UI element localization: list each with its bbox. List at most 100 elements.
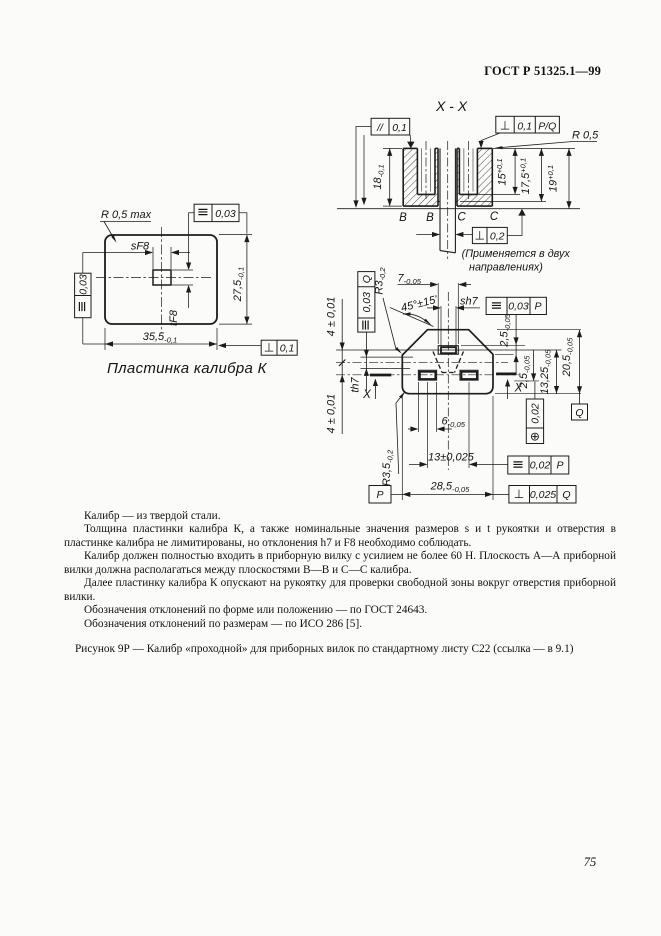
plate-perp-frame bbox=[220, 339, 298, 356]
plate-outline bbox=[104, 234, 218, 325]
position-icon: ⊕ bbox=[530, 429, 540, 443]
symmetry-icon: ≡ bbox=[358, 319, 374, 331]
plate-t-dim bbox=[172, 212, 195, 308]
face-sym-p2-value: 0,02 bbox=[530, 460, 551, 472]
plate-caption: Пластинка калибра К bbox=[107, 360, 268, 377]
face-1325-label: 13,25-0,05 bbox=[539, 349, 553, 395]
face-pos-value: 0,02 bbox=[529, 403, 541, 424]
face-r3-leader bbox=[382, 297, 401, 353]
plate-view: sF8 tF8 ≡ 0,03 bbox=[74, 203, 298, 377]
perpendicularity-icon: ⊥ bbox=[264, 341, 274, 355]
perpendicularity-icon: ⊥ bbox=[474, 229, 484, 243]
face-offset-top-label: 4 ± 0,01 bbox=[326, 297, 338, 337]
section-slot-inner-lines bbox=[421, 148, 474, 192]
paragraph-1: Калибр — из твердой стали. bbox=[84, 510, 221, 522]
plate-height-dim bbox=[219, 234, 252, 325]
face-datum-q-box bbox=[571, 403, 588, 421]
plane-label-c1: C bbox=[457, 212, 466, 224]
face-perp-frame-q bbox=[508, 485, 577, 504]
plate-s-label: sF8 bbox=[131, 241, 150, 253]
face-r3-label: R3-0,2 bbox=[373, 267, 387, 295]
face-datum-p-box bbox=[368, 485, 392, 504]
plane-label-b1: B bbox=[399, 212, 407, 224]
face-205-label: 20,5-0,05 bbox=[561, 337, 575, 378]
plane-label-c2: C bbox=[490, 211, 499, 223]
face-x-label-right: X bbox=[514, 383, 524, 395]
face-t-ext bbox=[360, 356, 413, 369]
face-left-slot bbox=[417, 369, 438, 381]
face-285-label: 28,5-0,05 bbox=[430, 481, 471, 495]
face-25a-label: 2,5-0,05 bbox=[499, 313, 513, 347]
symmetry-icon: ≡ bbox=[512, 457, 524, 473]
face-s-label: sh7 bbox=[460, 296, 479, 308]
face-sym-p-datum: P bbox=[534, 301, 541, 313]
face-pos-frame bbox=[525, 381, 545, 444]
section-perp-top-datum: P/Q bbox=[538, 121, 556, 133]
section-15-label: 15+0,1 bbox=[495, 158, 508, 185]
section-perp-top-value: 0,1 bbox=[517, 121, 532, 133]
section-note-line1: (Применяется в двух bbox=[462, 248, 571, 260]
section-19-label: 19+0,1 bbox=[546, 165, 559, 192]
figure-drawing: sF8 tF8 ≡ 0,03 bbox=[74, 98, 599, 504]
section-centerlines bbox=[425, 141, 469, 259]
section-radius-leader bbox=[496, 141, 597, 149]
parallelism-icon: // bbox=[376, 122, 384, 134]
symmetry-icon: ≡ bbox=[197, 205, 209, 221]
section-par-value: 0,1 bbox=[392, 122, 407, 134]
plane-label-b2: B bbox=[426, 212, 434, 224]
face-t-label: th7 bbox=[350, 376, 362, 392]
face-right-slot bbox=[459, 369, 479, 381]
face-view: Q 0,03 ≡ th7 4 ± 0,01 4 ± 0,01 X bbox=[326, 267, 588, 504]
plate-t-label: tF8 bbox=[168, 309, 180, 326]
face-angle-refline bbox=[389, 307, 434, 327]
symmetry-icon: ≡ bbox=[74, 300, 90, 312]
paragraph-2: Толщина пластинки калибра К, а также ном… bbox=[64, 523, 616, 549]
section-view: X - X bbox=[337, 98, 599, 274]
paragraph-5: Обозначения отклонений по форме или поло… bbox=[84, 604, 428, 617]
plate-sym-left-value: 0,03 bbox=[77, 274, 89, 295]
face-x-label-left: X bbox=[362, 389, 372, 401]
plate-sym-frame-top bbox=[193, 203, 248, 234]
face-25a-ext bbox=[461, 345, 525, 355]
section-radius-label: R 0,5 bbox=[572, 130, 599, 142]
standard-code: ГОСТ Р 51325.1—99 bbox=[484, 64, 601, 78]
face-perp-q-datum: Q bbox=[562, 489, 570, 501]
plate-perp-value: 0,1 bbox=[280, 342, 295, 354]
plate-sym-frame-left bbox=[74, 252, 92, 344]
symmetry-icon: ≡ bbox=[490, 298, 502, 314]
face-section-marks bbox=[370, 372, 517, 377]
face-datum-q-label: Q bbox=[575, 407, 583, 419]
face-7-label: 7-0,05 bbox=[398, 273, 422, 287]
face-angle-label: 45°±15' bbox=[400, 294, 440, 315]
paragraph-4: Далее пластинку калибра К опускают на ру… bbox=[64, 577, 616, 603]
section-note-line2: направлениях) bbox=[469, 262, 543, 274]
section-hatching bbox=[403, 148, 493, 207]
plate-radius-label: R 0,5 max bbox=[101, 209, 152, 221]
face-25b-label: 2,5-0,05 bbox=[518, 355, 532, 389]
face-body-outline bbox=[401, 328, 494, 395]
face-left-blade bbox=[418, 370, 437, 380]
face-sym-frame-p2 bbox=[507, 455, 570, 475]
plate-width-label: 35,5-0,1 bbox=[143, 331, 178, 345]
section-par-frame bbox=[355, 117, 411, 202]
face-13-label: 13±0,025 bbox=[428, 452, 475, 464]
section-title: X - X bbox=[435, 98, 468, 114]
perpendicularity-icon: ⊥ bbox=[500, 119, 510, 133]
face-sym-p2-datum: P bbox=[556, 460, 563, 472]
page-number: 75 bbox=[583, 855, 597, 869]
face-sym-q-value: 0,03 bbox=[361, 292, 373, 313]
plate-height-label: 27,5-0,1 bbox=[232, 267, 246, 303]
face-6-label: 6-0,05 bbox=[442, 416, 466, 430]
section-175-label: 17,5+0,1 bbox=[519, 158, 532, 194]
paragraph-6: Обозначения отклонений по размерам — по … bbox=[84, 617, 363, 630]
face-funnel-dashed bbox=[432, 351, 465, 374]
face-datum-p-label: P bbox=[376, 489, 383, 501]
paragraph-3: Калибр должен полностью входить в прибор… bbox=[64, 550, 616, 576]
plate-centerlines bbox=[96, 227, 211, 333]
face-sym-p-value: 0,03 bbox=[508, 301, 529, 313]
face-sym-q-datum: Q bbox=[361, 275, 373, 283]
section-18-label: 18-0,1 bbox=[372, 164, 386, 189]
section-right-dims bbox=[460, 148, 575, 209]
section-perp-frame-top bbox=[480, 115, 560, 142]
